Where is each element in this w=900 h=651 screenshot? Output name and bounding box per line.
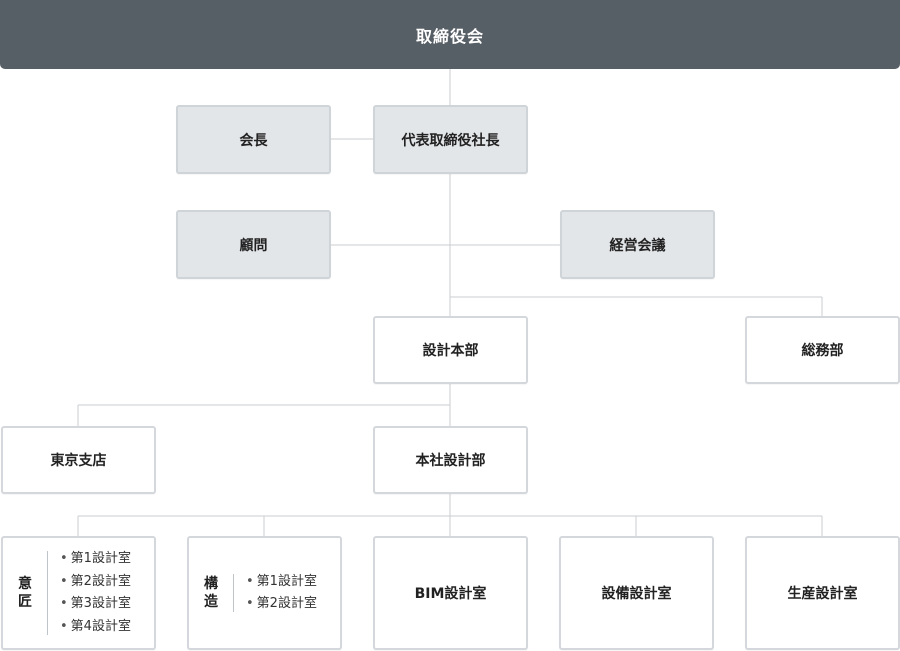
list-item: 第3設計室 xyxy=(60,593,131,616)
node-president: 代表取締役社長 xyxy=(373,105,528,174)
structure-group-label: 構 造 xyxy=(189,538,233,648)
node-mep-office-label: 設備設計室 xyxy=(601,586,672,602)
list-item: 第2設計室 xyxy=(60,571,131,594)
node-design-group: 意 匠 第1設計室 第2設計室 第3設計室 第4設計室 xyxy=(1,536,156,650)
list-item: 第1設計室 xyxy=(246,571,317,594)
structure-group-list: 第1設計室 第2設計室 xyxy=(234,571,317,616)
node-head-office-design: 本社設計部 xyxy=(373,426,528,494)
design-group-label: 意 匠 xyxy=(3,538,47,648)
node-bim-office: BIM設計室 xyxy=(373,536,528,650)
node-tokyo-branch: 東京支店 xyxy=(1,426,156,494)
design-group-list: 第1設計室 第2設計室 第3設計室 第4設計室 xyxy=(48,548,131,638)
node-general-affairs: 総務部 xyxy=(745,316,900,384)
node-production-office-label: 生産設計室 xyxy=(787,586,858,602)
node-advisor: 顧問 xyxy=(176,210,331,279)
node-president-label: 代表取締役社長 xyxy=(401,132,500,149)
design-group-label-char: 意 xyxy=(18,576,32,592)
list-item: 第2設計室 xyxy=(246,593,317,616)
node-chairman: 会長 xyxy=(176,105,331,174)
list-item: 第4設計室 xyxy=(60,616,131,639)
list-item: 第1設計室 xyxy=(60,548,131,571)
node-bim-office-label: BIM設計室 xyxy=(414,586,487,602)
design-group-divider xyxy=(47,551,48,635)
node-design-headquarters-label: 設計本部 xyxy=(422,343,479,359)
design-group-label-char: 匠 xyxy=(18,594,32,610)
structure-group-label-char: 造 xyxy=(204,594,218,610)
board-of-directors-banner: 取締役会 xyxy=(0,0,900,69)
node-tokyo-branch-label: 東京支店 xyxy=(50,453,107,469)
node-structure-group: 構 造 第1設計室 第2設計室 xyxy=(187,536,342,650)
node-management-meeting-label: 経営会議 xyxy=(609,237,666,254)
node-production-office: 生産設計室 xyxy=(745,536,900,650)
node-chairman-label: 会長 xyxy=(239,132,268,149)
node-mep-office: 設備設計室 xyxy=(559,536,714,650)
node-design-headquarters: 設計本部 xyxy=(373,316,528,384)
node-general-affairs-label: 総務部 xyxy=(801,343,844,359)
board-label: 取締役会 xyxy=(415,26,484,46)
structure-group-label-char: 構 xyxy=(204,576,218,592)
node-advisor-label: 顧問 xyxy=(239,237,268,254)
node-head-office-design-label: 本社設計部 xyxy=(415,453,486,469)
node-management-meeting: 経営会議 xyxy=(560,210,715,279)
structure-group-divider xyxy=(233,574,234,612)
